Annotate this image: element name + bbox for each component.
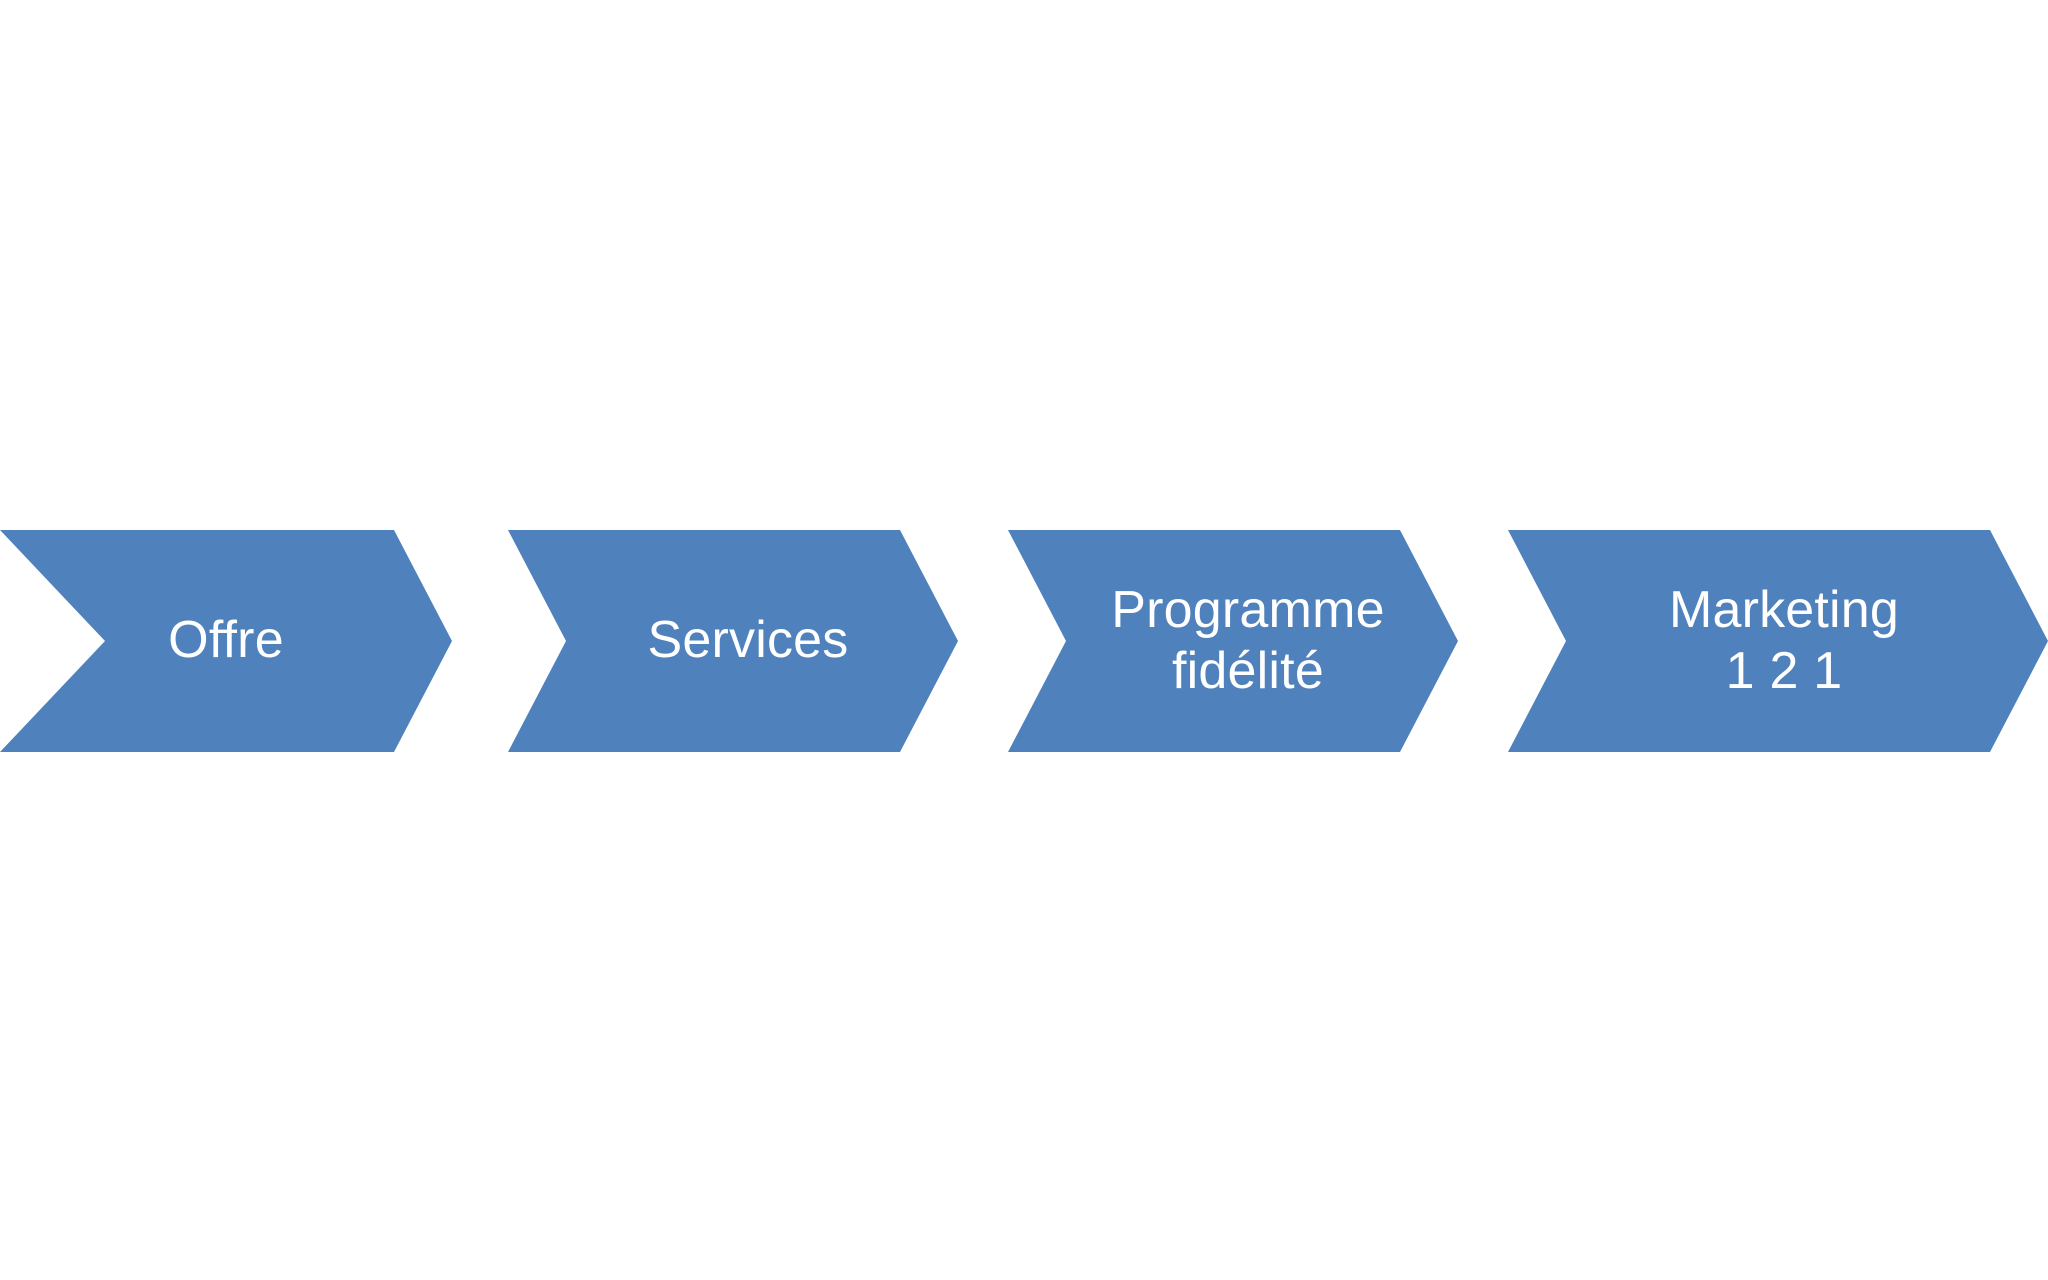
chevron-step-2-label: Services bbox=[647, 611, 849, 670]
chevron-step-2[interactable]: Services bbox=[508, 530, 958, 752]
chevron-step-1-label: Offre bbox=[168, 611, 284, 670]
chevron-step-4-label: Marketing 1 2 1 bbox=[1668, 580, 1900, 700]
chevron-step-3[interactable]: Programme fidélité bbox=[1008, 530, 1458, 752]
chevron-process-flow: Offre Services Programme fidélité Market… bbox=[0, 530, 2048, 752]
chevron-step-1[interactable]: Offre bbox=[0, 530, 452, 752]
chevron-step-4[interactable]: Marketing 1 2 1 bbox=[1508, 530, 2048, 752]
chevron-step-3-label: Programme fidélité bbox=[1111, 580, 1385, 700]
